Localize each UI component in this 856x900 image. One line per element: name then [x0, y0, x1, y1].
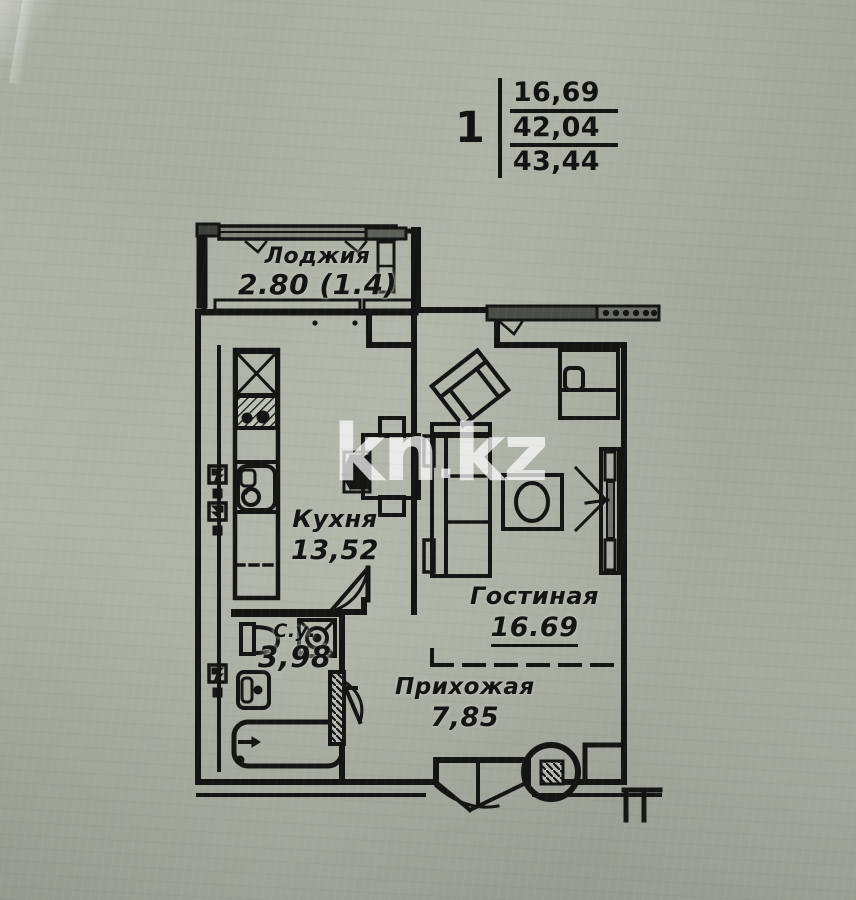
window-icon-loggia	[195, 222, 408, 241]
floor-marks	[312, 320, 358, 326]
toilet-icon	[239, 622, 281, 656]
area-schedule: 1 16,69 42,04 43,44	[455, 78, 618, 178]
entry-door-icon	[433, 757, 531, 813]
room-area-loggia: 2.80 (1.4)	[238, 268, 398, 301]
window-icon-living-top	[485, 304, 661, 336]
room-name-living: Гостиная	[470, 582, 599, 610]
washing-machine-icon	[296, 617, 338, 659]
room-label-loggia: Лоджия 2.80 (1.4)	[238, 244, 397, 301]
room-area-living-wrap: 16.69	[490, 612, 579, 647]
room-name-loggia: Лоджия	[264, 244, 371, 269]
sink-icon	[236, 670, 271, 710]
rooms-count: 1	[455, 103, 485, 153]
room-name-bathroom: С.у.	[273, 620, 317, 642]
interior-door-icon-kitchen	[327, 565, 371, 615]
room-label-kitchen: Кухня 13,52	[291, 505, 379, 566]
room-area-bathroom: 3,98	[258, 640, 332, 674]
window-icon-right-wall	[573, 447, 621, 575]
area-total-value: 42,04	[509, 113, 618, 148]
bathtub-icon	[231, 670, 346, 769]
room-area-kitchen: 13,52	[291, 535, 379, 566]
room-name-kitchen: Кухня	[292, 505, 378, 533]
dining-table-icon	[341, 416, 421, 517]
coffee-table-icon	[501, 473, 564, 531]
area-living-value: 16,69	[509, 78, 618, 113]
room-area-hall: 7,85	[430, 702, 500, 733]
room-label-bathroom: С.у. 3,98	[258, 620, 332, 674]
room-label-hall: Прихожая 7,85	[395, 674, 535, 733]
armchair-icon	[428, 347, 512, 429]
riser-circle-icon	[521, 742, 581, 802]
hall-boundary-dashed	[430, 648, 620, 667]
tv-unit-icon	[558, 348, 620, 420]
area-schedule-column: 16,69 42,04 43,44	[497, 78, 618, 178]
room-name-hall: Прихожая	[395, 674, 535, 700]
kitchen-counter	[232, 347, 281, 601]
sofa-icon	[422, 422, 492, 578]
room-area-living: 16.69	[490, 612, 579, 647]
room-label-living: Гостиная 16.69	[470, 582, 599, 647]
wall-marker-icons	[207, 464, 228, 698]
outer-walls	[195, 227, 627, 785]
area-total-loggia-value: 43,44	[512, 146, 600, 178]
